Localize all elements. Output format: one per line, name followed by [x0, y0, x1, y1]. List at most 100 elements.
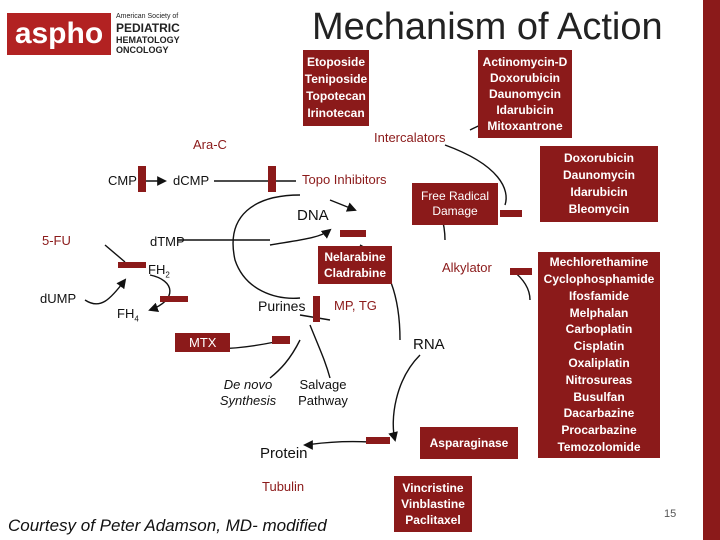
asparaginase-label: Asparaginase — [429, 436, 509, 450]
logo-line-3: HEMATOLOGY — [116, 35, 180, 45]
label-tubulin: Tubulin — [262, 479, 305, 494]
fh2-subscript: 2 — [165, 270, 170, 280]
label-ara-c: Ara-C — [193, 137, 227, 152]
label-dna: DNA — [297, 207, 329, 224]
alkylators-drug: Cisplatin — [573, 339, 625, 354]
box-free-radical-damage: Free Radical Damage — [412, 183, 498, 225]
label-rna: RNA — [413, 336, 445, 353]
inhibition-bar-radical — [500, 210, 522, 217]
inhibition-bar-nelarabine — [340, 230, 366, 237]
inhibition-bar-fh — [160, 296, 188, 302]
arrow-dtmp-dna — [269, 228, 332, 246]
logo-line-1: American Society of — [116, 13, 179, 20]
label-purines: Purines — [258, 298, 306, 314]
purine-analogs-drug: Cladrabine — [323, 266, 386, 280]
footer-credit: Courtesy of Peter Adamson, MD- modified — [8, 516, 327, 535]
arrow-to-protein — [303, 440, 371, 450]
topo-drug: Irinotecan — [307, 106, 365, 120]
box-asparaginase: Asparaginase — [420, 427, 518, 459]
vinca-drug: Paclitaxel — [405, 513, 461, 527]
radical-drugs-drug: Bleomycin — [568, 202, 630, 216]
label-topo-inhibitors: Topo Inhibitors — [302, 172, 387, 187]
alkylators-drug: Procarbazine — [561, 423, 637, 438]
alkylators-drug: Cyclophosphamide — [543, 272, 655, 287]
arrow-fh2-fh4 — [148, 274, 171, 312]
inhibition-bar-mtx — [272, 336, 290, 344]
sidebar-accent — [703, 0, 720, 540]
inhibition-bar-asparaginase — [366, 437, 390, 444]
label-de-novo-synthesis: De novo Synthesis — [219, 377, 277, 408]
label-cmp: CMP — [108, 173, 137, 188]
intercalator-drugs-drug: Actinomycin-D — [482, 55, 568, 69]
label-protein: Protein — [260, 445, 308, 462]
alkylators-drug: Melphalan — [569, 305, 629, 320]
fh4-subscript: 4 — [134, 314, 139, 324]
free-radical-damage-label: Free Radical Damage — [420, 189, 490, 218]
radical-drugs-drug: Doxorubicin — [563, 151, 634, 165]
fh2-text: FH — [148, 262, 166, 277]
radical-drugs-drug: Daunomycin — [562, 168, 635, 182]
vinca-drug: Vinblastine — [401, 497, 465, 511]
label-alkylator: Alkylator — [442, 260, 492, 275]
inhibition-bar-topo — [268, 166, 276, 192]
alkylators-drug: Mechlorethamine — [549, 255, 649, 270]
alkylators-drug: Ifosfamide — [568, 288, 629, 303]
line-denovo — [269, 339, 301, 379]
line-5fu — [104, 244, 126, 263]
inhibition-bar-mp — [313, 296, 320, 322]
inhibition-bar-alkylator — [510, 268, 532, 275]
inhibition-bar-arac-1 — [138, 166, 146, 192]
intercalator-drugs-drug: Idarubicin — [496, 103, 554, 117]
label-dtmp: dTMP — [150, 234, 185, 249]
alkylators-drug: Dacarbazine — [563, 406, 635, 421]
label-mp-tg: MP, TG — [334, 298, 377, 313]
inhibition-bar-5fu — [118, 262, 146, 268]
alkylators-drug: Temozolomide — [557, 439, 641, 454]
alkylators-drug: Carboplatin — [565, 322, 633, 337]
page-number: 15 — [664, 508, 677, 520]
alkylators-drug: Oxaliplatin — [568, 356, 630, 370]
topo-drug: Teniposide — [304, 72, 368, 86]
logo-line-4: ONCOLOGY — [116, 45, 169, 55]
topo-drug: Topotecan — [306, 89, 366, 103]
label-dump: dUMP — [40, 291, 77, 306]
label-fh4: FH4 — [117, 306, 139, 324]
label-dcmp: dCMP — [173, 173, 210, 188]
arrow-dump — [84, 278, 127, 305]
alkylators-drug: Nitrosureas — [565, 372, 633, 387]
logo-mark: aspho — [14, 17, 104, 50]
intercalator-drugs-drug: Mitoxantrone — [487, 119, 563, 133]
radical-drugs-drug: Idarubicin — [570, 185, 628, 199]
logo-line-2: PEDIATRIC — [116, 21, 180, 35]
topo-drug: Etoposide — [306, 55, 365, 69]
line-salvage — [309, 324, 331, 379]
aspho-logo: aspho — [7, 13, 111, 55]
label-mtx: MTX — [175, 333, 231, 352]
arrow-topo-dna — [329, 199, 357, 212]
purine-analogs-drug: Nelarabine — [324, 250, 386, 264]
vinca-drug: Vincristine — [402, 481, 464, 495]
slide-title: Mechanism of Action — [312, 6, 663, 48]
line-intercalator — [444, 144, 507, 206]
arrow-rna-asparaginase — [388, 354, 421, 442]
intercalator-drugs-drug: Doxorubicin — [489, 71, 560, 85]
arc-dna — [232, 194, 301, 299]
alkylators-drug: Busulfan — [573, 389, 625, 404]
label-fh2: FH2 — [148, 262, 170, 280]
label-intercalators: Intercalators — [374, 130, 446, 145]
label-5-fu: 5-FU — [42, 233, 71, 248]
label-salvage-pathway: Salvage Pathway — [298, 377, 348, 408]
